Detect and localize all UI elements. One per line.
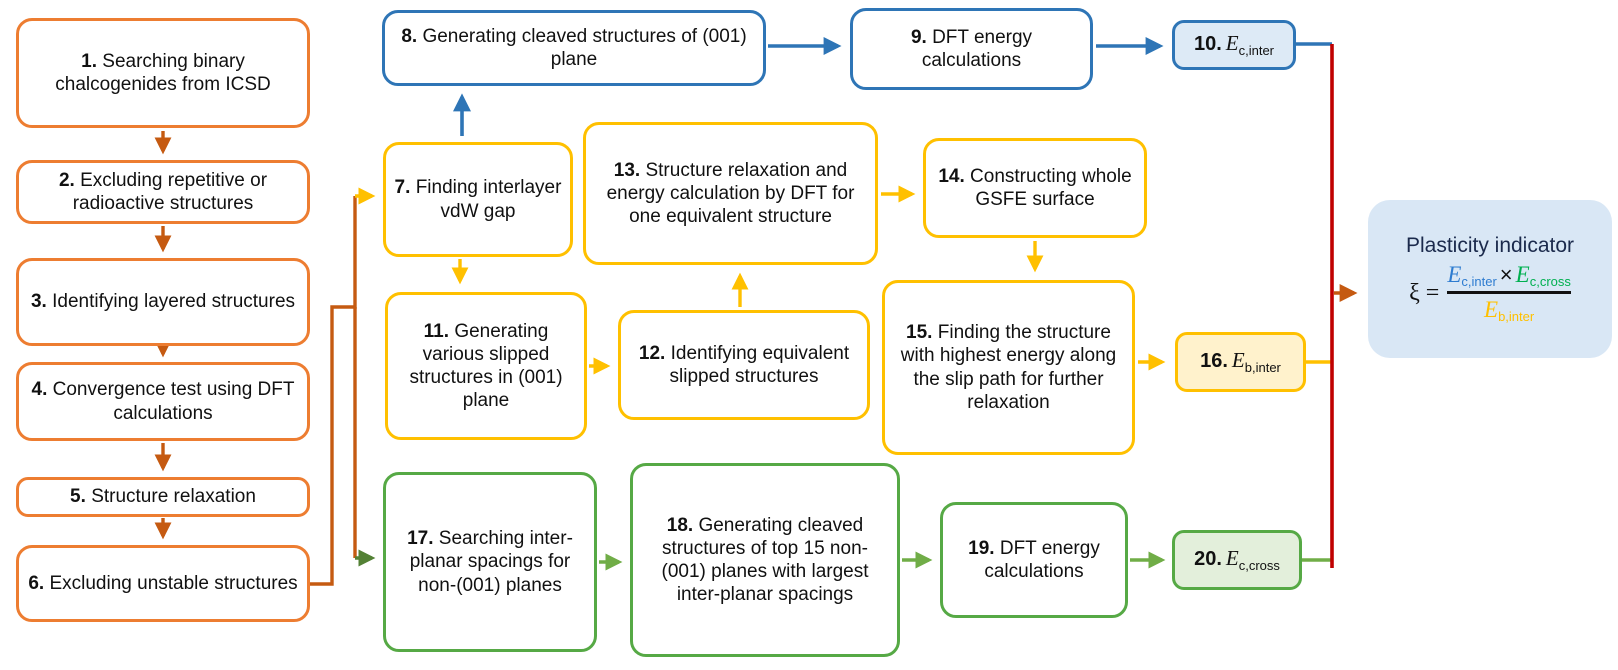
xi-equals: ξ = xyxy=(1409,279,1440,306)
node-2-exclude-repetitive: 2. Excluding repetitive or radioactive s… xyxy=(16,160,310,224)
node-18-generate-cleaved-non001: 18. Generating cleaved structures of top… xyxy=(630,463,900,657)
node-3-identify-layered: 3. Identifying layered structures xyxy=(16,258,310,346)
node-19-dft-energy-calc-cross: 19. DFT energy calculations xyxy=(940,502,1128,618)
formula-numerator: Ec,inter × Ec,cross xyxy=(1447,262,1571,289)
node-label: 4. Convergence test using DFT calculatio… xyxy=(31,379,295,424)
node-label: 5. Structure relaxation xyxy=(70,486,256,508)
formula-fraction: Ec,inter × Ec,cross Eb,inter xyxy=(1447,262,1571,324)
node-5-structure-relaxation: 5. Structure relaxation xyxy=(16,477,310,517)
node-7-find-vdw-gap: 7. Finding interlayer vdW gap xyxy=(383,142,573,257)
node-1-search-icsd: 1. Searching binary chalcogenides from I… xyxy=(16,18,310,128)
node-label: 13. Structure relaxation and energy calc… xyxy=(606,159,855,228)
node-6-exclude-unstable: 6. Excluding unstable structures xyxy=(16,545,310,622)
node-label: 19. DFT energy calculations xyxy=(968,537,1100,582)
times-sign: × xyxy=(1499,261,1513,287)
fraction-bar xyxy=(1447,291,1571,294)
node-label: 2. Excluding repetitive or radioactive s… xyxy=(58,169,268,214)
node-17-search-interplanar: 17. Searching inter-planar spacings for … xyxy=(383,472,597,652)
node-label: 11. Generating various slipped structure… xyxy=(409,320,563,412)
node-14-construct-gsfe: 14. Constructing whole GSFE surface xyxy=(923,138,1147,238)
node-9-dft-energy-calc-inter: 9. DFT energy calculations xyxy=(850,8,1093,90)
plasticity-formula: ξ = Ec,inter × Ec,cross Eb,inter xyxy=(1409,262,1571,324)
node-11-generate-slipped: 11. Generating various slipped structure… xyxy=(385,292,587,440)
node-label: 17. Searching inter-planar spacings for … xyxy=(407,528,573,596)
node-label: 12. Identifying equivalent slipped struc… xyxy=(638,342,850,387)
node-8-generate-cleaved-001: 8. Generating cleaved structures of (001… xyxy=(382,10,766,86)
node-label: 18. Generating cleaved structures of top… xyxy=(661,514,869,606)
node-label: 20.Ec,cross xyxy=(1194,546,1280,574)
node-13-relax-energy-dft: 13. Structure relaxation and energy calc… xyxy=(583,122,878,265)
node-label: 3. Identifying layered structures xyxy=(30,291,296,313)
node-label: 8. Generating cleaved structures of (001… xyxy=(401,25,747,70)
plasticity-indicator-title: Plasticity indicator xyxy=(1405,233,1575,257)
node-4-convergence-test: 4. Convergence test using DFT calculatio… xyxy=(16,362,310,441)
node-label: 10.Ec,inter xyxy=(1193,31,1275,59)
node-12-identify-equivalent: 12. Identifying equivalent slipped struc… xyxy=(618,310,870,420)
eb-inter-term: Eb,inter xyxy=(1484,297,1535,325)
node-label: 16.Eb,inter xyxy=(1200,348,1281,376)
node-label: 6. Excluding unstable structures xyxy=(28,572,298,594)
node-label: 1. Searching binary chalcogenides from I… xyxy=(55,50,271,95)
node-10-ec-inter: 10.Ec,inter xyxy=(1172,20,1296,70)
node-label: 7. Finding interlayer vdW gap xyxy=(394,177,562,222)
node-label: 14. Constructing whole GSFE surface xyxy=(938,165,1132,210)
plasticity-indicator-box: Plasticity indicator ξ = Ec,inter × Ec,c… xyxy=(1368,200,1612,358)
node-15-find-highest-energy: 15. Finding the structure with highest e… xyxy=(882,280,1135,455)
node-16-eb-inter: 16.Eb,inter xyxy=(1175,332,1306,392)
ec-inter-term: Ec,inter xyxy=(1447,261,1497,289)
ec-cross-term: Ec,cross xyxy=(1515,261,1571,289)
branch-connector-line xyxy=(310,196,357,586)
node-label: 9. DFT energy calculations xyxy=(910,26,1033,71)
node-20-ec-cross: 20.Ec,cross xyxy=(1172,530,1302,590)
node-label: 15. Finding the structure with highest e… xyxy=(900,322,1117,413)
formula-denominator: Eb,inter xyxy=(1484,297,1534,324)
